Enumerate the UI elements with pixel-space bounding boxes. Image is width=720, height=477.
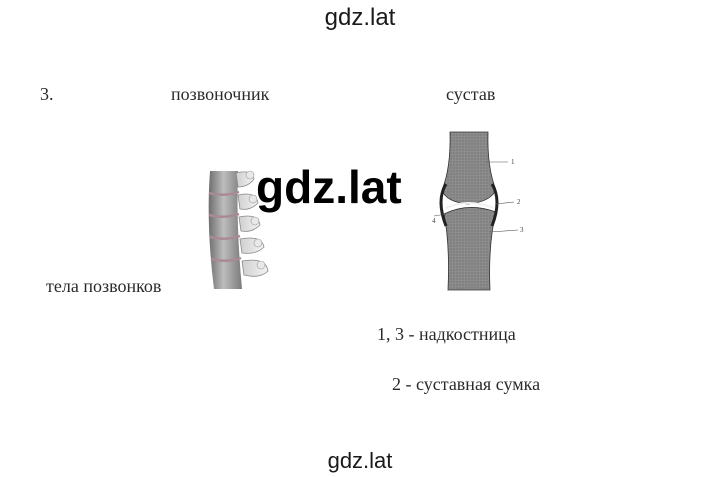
joint-label-1: 1 (511, 158, 515, 166)
watermark-bottom: gdz.lat (327, 448, 393, 473)
spine-header: позвоночник (171, 84, 270, 104)
answer-capsule: 2 - суставная сумка (392, 374, 541, 394)
spine-label: тела позвонков (46, 276, 162, 296)
joint-illustration: 1 2 3 4 (432, 131, 524, 291)
spine-illustration (208, 170, 269, 289)
joint-label-4: 4 (432, 217, 436, 225)
joint-label-3: 3 (520, 226, 524, 234)
joint-header: сустав (446, 84, 496, 104)
task-number: 3. (40, 84, 54, 104)
watermark-center: gdz.lat (256, 161, 402, 213)
watermark-top: gdz.lat (324, 4, 396, 31)
answer-periosteum: 1, 3 - надкостница (377, 324, 516, 344)
joint-label-2: 2 (517, 198, 521, 206)
